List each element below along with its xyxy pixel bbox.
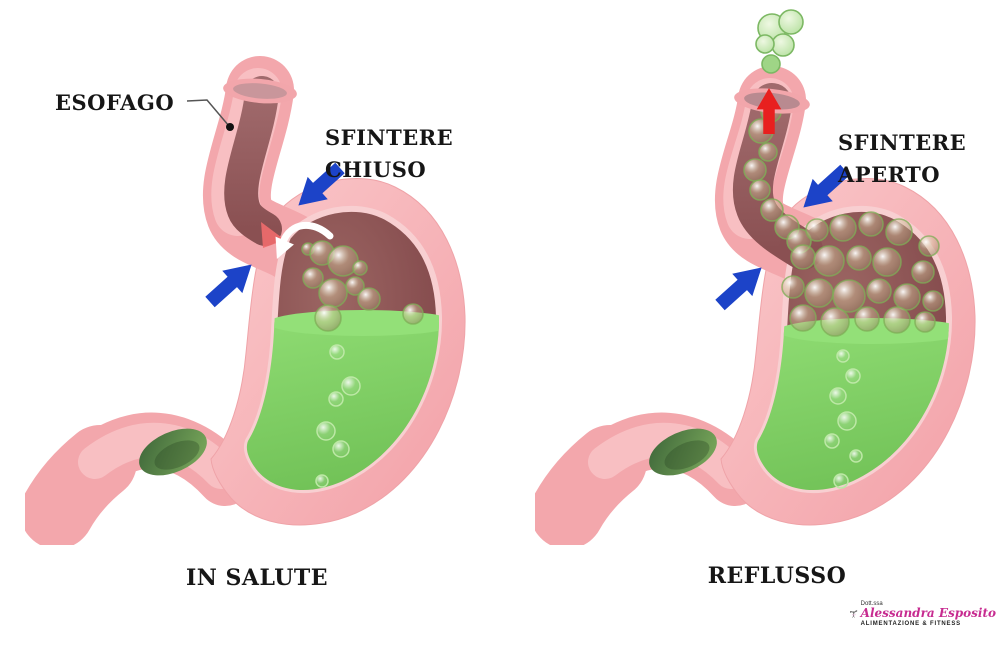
acid-bubbles bbox=[315, 344, 361, 488]
pylorus-opening bbox=[139, 428, 207, 476]
escaping-gas-bubbles bbox=[755, 9, 804, 74]
esophagus-mouth bbox=[223, 78, 297, 104]
refluxing-gas-bubbles bbox=[743, 101, 812, 254]
esophagus-lumen bbox=[224, 76, 282, 246]
pylorus-opening bbox=[649, 428, 717, 476]
reflux-stomach-illustration bbox=[535, 9, 976, 545]
acid-bubbles bbox=[824, 349, 863, 489]
reflux-caption: REFLUSSO bbox=[707, 563, 847, 589]
gas-bubbles bbox=[781, 211, 944, 337]
brand-logo: Dott.ssa Alessandra Esposito ALIMENTAZIO… bbox=[850, 582, 996, 646]
logo-title-prefix: Dott.ssa bbox=[860, 600, 883, 607]
healthy-stomach-illustration bbox=[25, 56, 466, 545]
duodenum bbox=[25, 412, 253, 545]
sphincter-open-label: SFINTERE APERTO bbox=[838, 130, 967, 187]
logo-name: Alessandra Esposito bbox=[860, 606, 996, 621]
gas-bubbles bbox=[301, 240, 424, 332]
sphincter-closed-label: SFINTERE CHIUSO bbox=[325, 125, 454, 182]
esofago-label: ESOFAGO bbox=[55, 90, 175, 115]
healthy-caption: IN SALUTE bbox=[185, 565, 329, 591]
weightlifter-with-barbell-and-fork-icon bbox=[850, 610, 858, 618]
esofago-pointer-line bbox=[186, 99, 234, 131]
blocked-gas-curl-arrow-icon bbox=[275, 221, 334, 259]
duodenum bbox=[535, 412, 763, 545]
logo-tagline: ALIMENTAZIONE & FITNESS bbox=[860, 620, 961, 627]
